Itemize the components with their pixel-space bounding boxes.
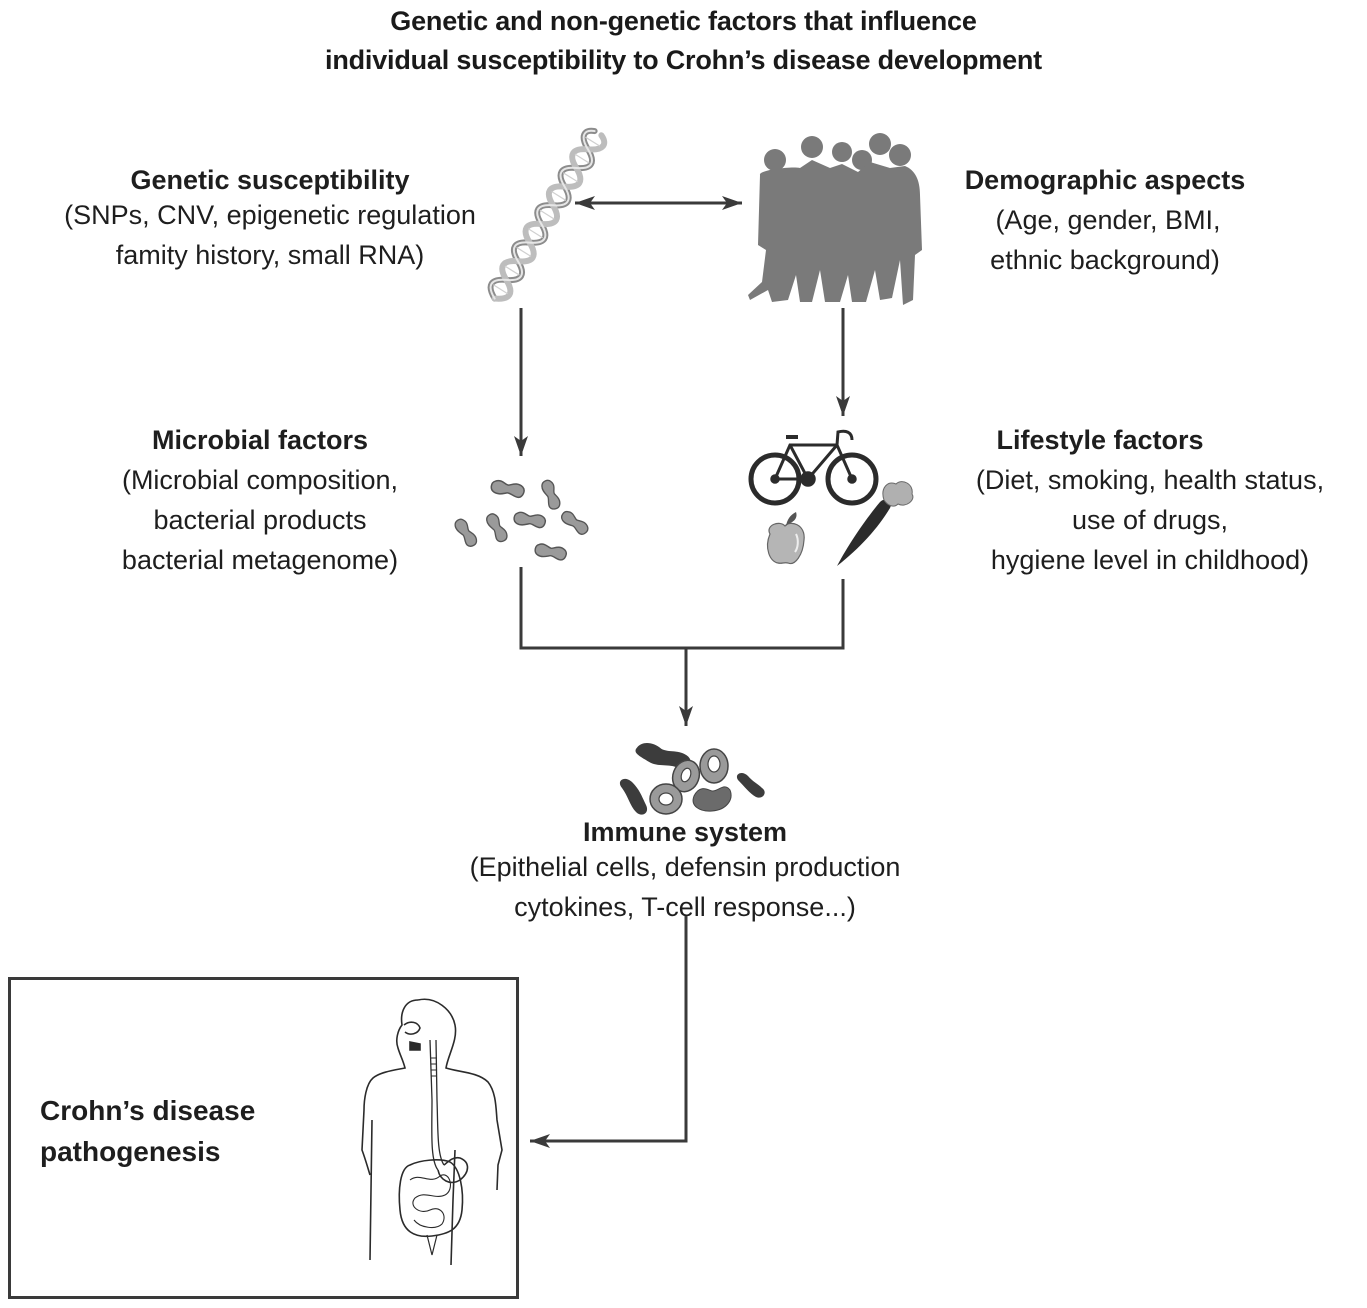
microbial-detail-2: bacterial products [153, 505, 367, 535]
node-microbial-factors: Microbial factors (Microbial composition… [60, 420, 460, 580]
demographic-heading: Demographic aspects [964, 165, 1246, 195]
node-demographic-aspects: Demographic aspects (Age, gender, BMI, e… [920, 160, 1290, 280]
genetic-heading: Genetic susceptibility [130, 165, 410, 195]
node-genetic-susceptibility: Genetic susceptibility (SNPs, CNV, epige… [0, 160, 540, 275]
bicycle-icon [748, 429, 879, 506]
title-line-2: individual susceptibility to Crohn’s dis… [325, 45, 1042, 75]
demographic-detail-2: ethnic background) [990, 245, 1220, 275]
outcome-label: Crohn’s disease pathogenesis [40, 1090, 255, 1172]
genetic-detail-2: famity history, small RNA) [115, 240, 425, 270]
immune-heading: Immune system [582, 817, 788, 847]
genetic-detail-1: (SNPs, CNV, epigenetic regulation [64, 200, 476, 230]
lifestyle-detail-2: use of drugs, [1071, 505, 1229, 535]
microbial-detail-1: (Microbial composition, [121, 465, 399, 495]
people-group-icon [748, 133, 922, 305]
node-immune-system: Immune system (Epithelial cells, defensi… [380, 812, 990, 927]
carrot-icon [837, 481, 914, 566]
lifestyle-detail-3: hygiene level in childhood) [990, 545, 1310, 575]
dna-helix-icon [487, 127, 608, 302]
outcome-box [8, 977, 519, 1299]
apple-icon [766, 512, 805, 565]
microbial-heading: Microbial factors [151, 425, 369, 455]
lifestyle-detail-1: (Diet, smoking, health status, [975, 465, 1325, 495]
title-line-1: Genetic and non-genetic factors that inf… [390, 6, 977, 36]
merge-connector [519, 567, 845, 650]
outcome-label-line-1: Crohn’s disease [40, 1095, 256, 1126]
arrow-immune-outcome [530, 916, 688, 1148]
bacteria-icon [452, 477, 591, 563]
human-digestive-tract-icon [361, 998, 503, 1266]
immune-cells-icon [619, 743, 765, 815]
node-lifestyle-factors: Lifestyle factors (Diet, smoking, health… [930, 420, 1367, 580]
demographic-detail-1: (Age, gender, BMI, [995, 205, 1221, 235]
microbial-detail-3: bacterial metagenome) [121, 545, 399, 575]
diagram-title: Genetic and non-genetic factors that inf… [0, 2, 1367, 80]
lifestyle-heading: Lifestyle factors [996, 425, 1204, 455]
immune-detail-1: (Epithelial cells, defensin production [469, 852, 901, 882]
outcome-label-line-2: pathogenesis [40, 1136, 221, 1167]
